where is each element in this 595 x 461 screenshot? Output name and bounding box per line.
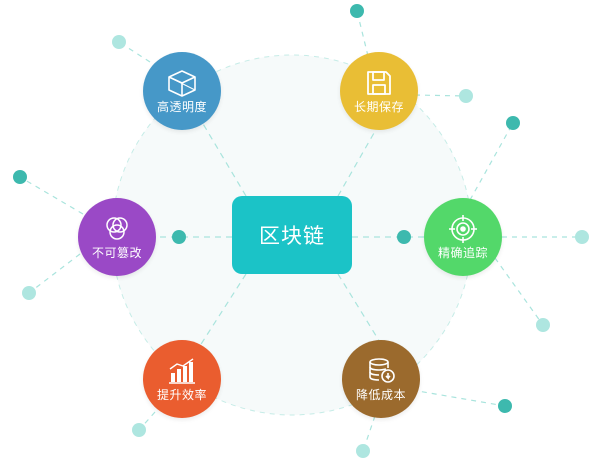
connector-dot	[575, 230, 589, 244]
node-label: 精确追踪	[437, 245, 488, 260]
node-label: 提升效率	[156, 387, 207, 402]
connector-line	[19, 176, 84, 215]
spoke-line	[195, 111, 247, 197]
node-transparency: 高透明度	[143, 52, 221, 130]
node-label: 降低成本	[355, 387, 406, 402]
connector-dot	[22, 286, 36, 300]
connector-dot	[459, 89, 473, 103]
connector-dot	[172, 230, 186, 244]
connector-line	[356, 10, 369, 57]
connector-line	[28, 253, 81, 294]
node-label: 高透明度	[156, 99, 207, 114]
connector-line	[469, 122, 514, 201]
spoke-line	[337, 273, 387, 353]
spoke-line	[195, 273, 247, 353]
node-cost: 降低成本	[342, 340, 420, 418]
center-label: 区块链	[259, 224, 325, 248]
node-label: 不可篡改	[91, 245, 142, 260]
node-label: 长期保存	[353, 99, 404, 114]
connector-line	[414, 94, 467, 97]
connector-dot	[397, 230, 411, 244]
node-efficiency: 提升效率	[143, 340, 221, 418]
bar-chart-icon	[169, 357, 195, 384]
circles-icon	[106, 216, 128, 240]
center-node-blockchain: 区块链	[232, 196, 352, 274]
node-immutable: 不可篡改	[78, 198, 156, 276]
connector-dot	[356, 444, 370, 458]
coin-stack-icon	[369, 357, 395, 383]
connector-dots	[13, 4, 589, 458]
connector-line	[494, 257, 544, 326]
connector-line	[411, 389, 506, 407]
connector-dot	[506, 116, 520, 130]
node-storage: 长期保存	[340, 52, 418, 130]
connector-dot	[536, 318, 550, 332]
cube-icon	[168, 69, 196, 97]
connector-dot	[132, 423, 146, 437]
target-icon	[449, 214, 477, 243]
connector-dot	[350, 4, 364, 18]
floppy-disk-icon	[367, 70, 391, 95]
connector-dot	[13, 170, 27, 184]
node-tracking: 精确追踪	[424, 198, 502, 276]
connector-dot	[498, 399, 512, 413]
connector-dot	[112, 35, 126, 49]
